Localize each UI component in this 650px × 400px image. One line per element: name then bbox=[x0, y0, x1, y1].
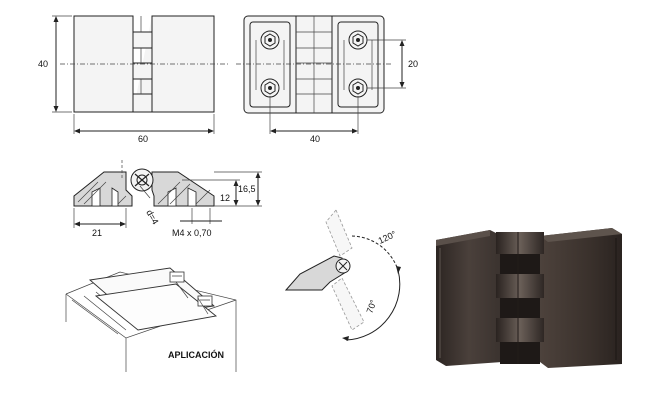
back-view bbox=[236, 15, 406, 134]
rotation-lower-angle-label: 70° bbox=[364, 298, 378, 315]
rotation-view bbox=[284, 209, 401, 341]
section-thread-label: M4 x 0,70 bbox=[172, 228, 212, 238]
application-sketch bbox=[65, 267, 237, 372]
top-view-width-label: 60 bbox=[138, 134, 148, 144]
section-diameter-label: d=4 bbox=[144, 208, 160, 226]
back-view-hole-spacing-label: 20 bbox=[408, 59, 418, 69]
section-total-height-label: 16,5 bbox=[238, 184, 256, 194]
application-caption: APLICACIÓN bbox=[168, 349, 224, 360]
section-offset-label: 21 bbox=[92, 228, 102, 238]
product-photo bbox=[436, 228, 622, 368]
back-view-width-label: 40 bbox=[310, 134, 320, 144]
rotation-upper-angle-label: 120° bbox=[377, 229, 398, 246]
section-inner-height-label: 12 bbox=[220, 193, 230, 203]
top-view bbox=[52, 15, 228, 134]
section-view bbox=[73, 160, 262, 228]
top-view-height-label: 40 bbox=[38, 59, 48, 69]
